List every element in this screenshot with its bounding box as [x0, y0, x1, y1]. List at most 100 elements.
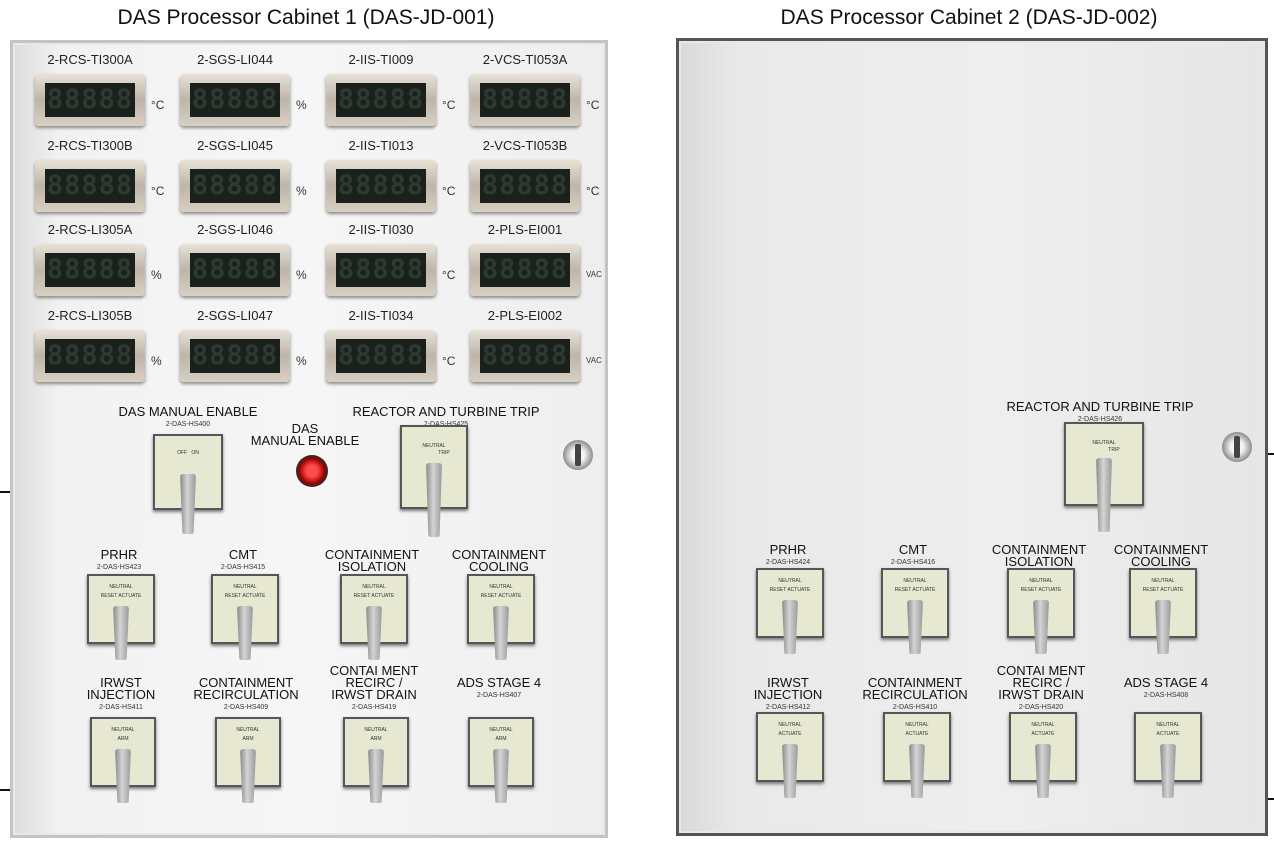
switch-handle[interactable]	[1160, 744, 1176, 798]
digital-meter: 88888	[470, 330, 580, 382]
switch-handle[interactable]	[782, 600, 798, 654]
switch-handle[interactable]	[368, 749, 384, 803]
meter-unit: VAC	[586, 270, 602, 279]
meter-tag: 2-PLS-EI002	[487, 308, 563, 323]
switch-handle[interactable]	[1035, 744, 1051, 798]
meter-display: 88888	[45, 339, 135, 373]
switch-handle[interactable]	[237, 606, 253, 660]
meter-tag: 2-RCS-TI300B	[47, 138, 133, 153]
manual-enable-switch[interactable]: OFF ON	[153, 434, 223, 534]
meter-tag: 2-PLS-EI001	[487, 222, 563, 237]
meter-tag: 2-RCS-TI300A	[47, 52, 133, 67]
meter-tag: 2-SGS-LI047	[197, 308, 273, 323]
meter-tag: 2-RCS-LI305B	[47, 308, 133, 323]
meter-unit: °C	[586, 98, 600, 112]
meter-display: 88888	[45, 253, 135, 287]
meter-tag: 2-IIS-TI034	[348, 308, 414, 323]
switch-handle[interactable]	[113, 606, 129, 660]
switch-handle[interactable]	[1033, 600, 1049, 654]
meter-display: 88888	[45, 83, 135, 117]
digital-meter: 88888	[180, 244, 290, 296]
meter-unit: °C	[586, 184, 600, 198]
digital-meter: 88888	[470, 160, 580, 212]
meter-tag: 2-RCS-LI305A	[47, 222, 133, 237]
switch-handle[interactable]	[907, 600, 923, 654]
switch-handle[interactable]	[493, 749, 509, 803]
switch-handle[interactable]	[180, 474, 196, 534]
meter-tag: 2-IIS-TI013	[348, 138, 414, 153]
edge-marker	[0, 789, 10, 791]
meter-unit: %	[151, 354, 162, 368]
digital-meter: 88888	[326, 330, 436, 382]
meter-unit: °C	[442, 354, 456, 368]
switch-handle[interactable]	[366, 606, 382, 660]
meter-unit: %	[296, 98, 307, 112]
meter-display: 88888	[480, 339, 570, 373]
meter-display: 88888	[190, 169, 280, 203]
edge-marker	[1264, 798, 1274, 800]
switch-handle[interactable]	[426, 463, 442, 537]
switch-handle[interactable]	[115, 749, 131, 803]
switch-handle[interactable]	[1096, 458, 1112, 532]
meter-unit: %	[296, 184, 307, 198]
digital-meter: 88888	[35, 74, 145, 126]
key-lock-icon[interactable]	[563, 440, 593, 470]
reactor-trip-switch-1[interactable]: NEUTRAL TRIP	[400, 425, 468, 537]
meter-tag: 2-IIS-TI030	[348, 222, 414, 237]
digital-meter: 88888	[326, 244, 436, 296]
edge-marker	[0, 491, 10, 493]
key-lock-icon[interactable]	[1222, 432, 1252, 462]
digital-meter: 88888	[35, 160, 145, 212]
switch-handle[interactable]	[493, 606, 509, 660]
meter-display: 88888	[336, 253, 426, 287]
meter-unit: °C	[442, 98, 456, 112]
meter-display: 88888	[336, 339, 426, 373]
meter-tag: 2-SGS-LI045	[197, 138, 273, 153]
switch-handle[interactable]	[909, 744, 925, 798]
meter-unit: %	[151, 268, 162, 282]
meter-tag: 2-VCS-TI053B	[482, 138, 568, 153]
digital-meter: 88888	[35, 244, 145, 296]
digital-meter: 88888	[470, 74, 580, 126]
switch-handle[interactable]	[1155, 600, 1171, 654]
digital-meter: 88888	[35, 330, 145, 382]
meter-unit: VAC	[586, 356, 602, 365]
meter-display: 88888	[336, 169, 426, 203]
switch-handle[interactable]	[782, 744, 798, 798]
das-cabinet-2	[676, 38, 1268, 836]
digital-meter: 88888	[326, 160, 436, 212]
switch-handle[interactable]	[240, 749, 256, 803]
switch-label: CONTAINMENTCOOLING2-DAS-HS418	[1113, 542, 1209, 578]
meter-tag: 2-VCS-TI053A	[482, 52, 568, 67]
cabinet-1-title: DAS Processor Cabinet 1 (DAS-JD-001)	[117, 6, 495, 29]
reactor-trip-switch-2[interactable]: NEUTRAL TRIP	[1064, 422, 1144, 532]
meter-tag: 2-SGS-LI044	[197, 52, 273, 67]
meter-display: 88888	[190, 83, 280, 117]
